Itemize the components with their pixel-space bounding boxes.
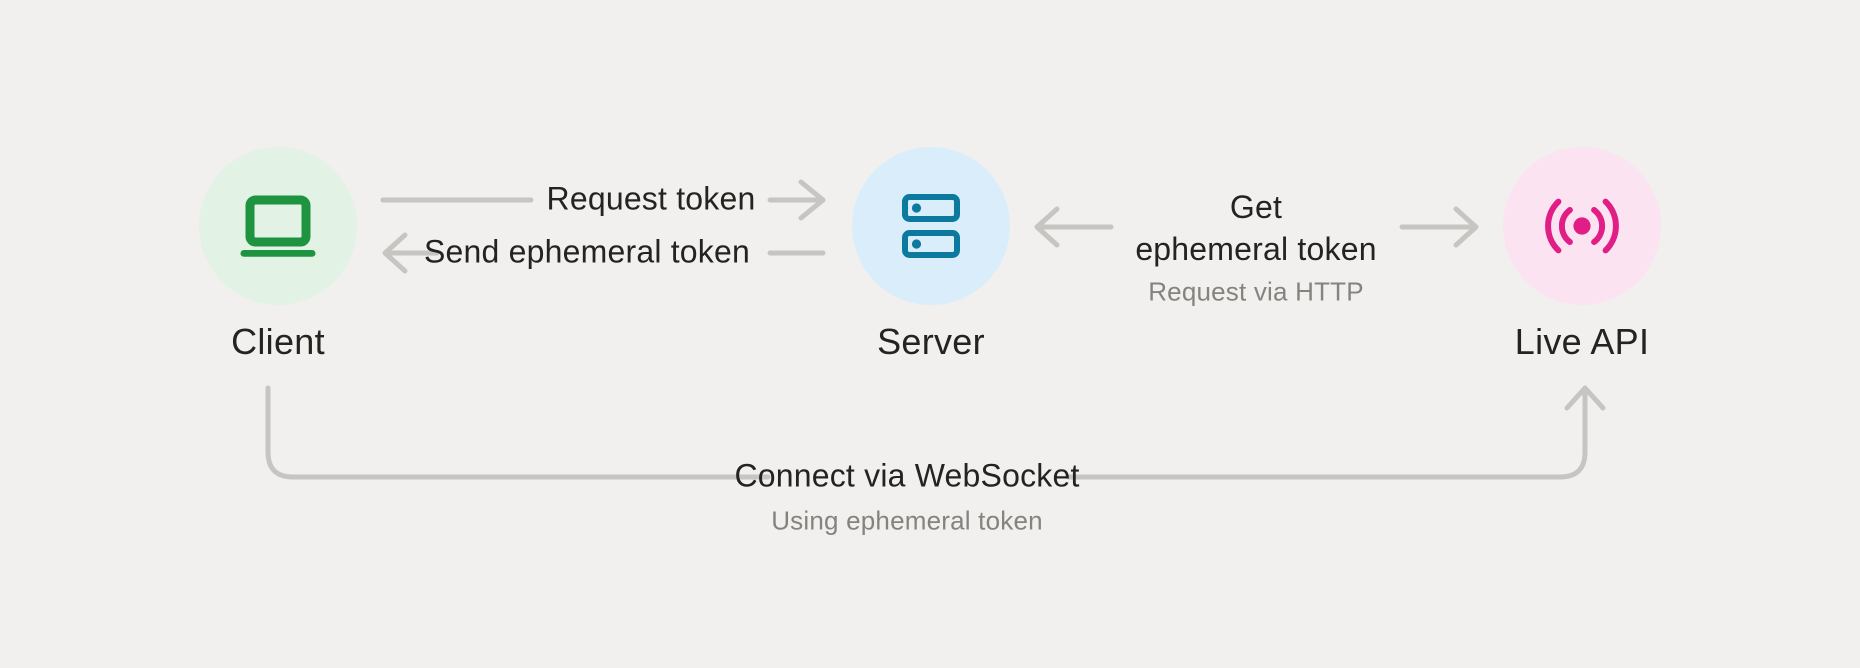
request-via-http-sublabel: Request via HTTP bbox=[1148, 276, 1364, 307]
get-ephemeral-token-arrow-to-server bbox=[1034, 206, 1114, 248]
using-ephemeral-token-sublabel: Using ephemeral token bbox=[771, 505, 1043, 536]
arrowhead-right-icon bbox=[798, 179, 826, 221]
send-ephemeral-token-label: Send ephemeral token bbox=[424, 233, 750, 270]
arrowhead-right-icon bbox=[1453, 206, 1479, 248]
server-label: Server bbox=[877, 321, 985, 362]
arrowhead-up-icon bbox=[1564, 385, 1606, 411]
server-circle bbox=[852, 147, 1010, 305]
request-token-label: Request token bbox=[546, 180, 756, 217]
client-circle bbox=[199, 147, 357, 305]
live-api-label: Live API bbox=[1514, 321, 1650, 362]
live-api-node: Live API bbox=[1503, 147, 1661, 362]
get-ephemeral-token-label: Get ephemeral token bbox=[1135, 186, 1376, 270]
arrowhead-left-icon bbox=[382, 232, 408, 274]
connect-via-websocket-label: Connect via WebSocket bbox=[734, 457, 1080, 494]
live-broadcast-icon bbox=[1545, 198, 1619, 254]
server-node: Server bbox=[852, 147, 1010, 362]
client-label: Client bbox=[231, 321, 325, 362]
server-rack-icon bbox=[902, 194, 960, 258]
get-ephemeral-token-arrow-to-liveapi bbox=[1399, 206, 1479, 248]
laptop-icon bbox=[240, 195, 316, 257]
get-ephemeral-token-label-line2: ephemeral token bbox=[1135, 231, 1377, 267]
arrowhead-left-icon bbox=[1034, 206, 1060, 248]
client-node: Client bbox=[199, 147, 357, 362]
get-ephemeral-token-label-line1: Get bbox=[1229, 189, 1283, 225]
live-api-circle bbox=[1503, 147, 1661, 305]
